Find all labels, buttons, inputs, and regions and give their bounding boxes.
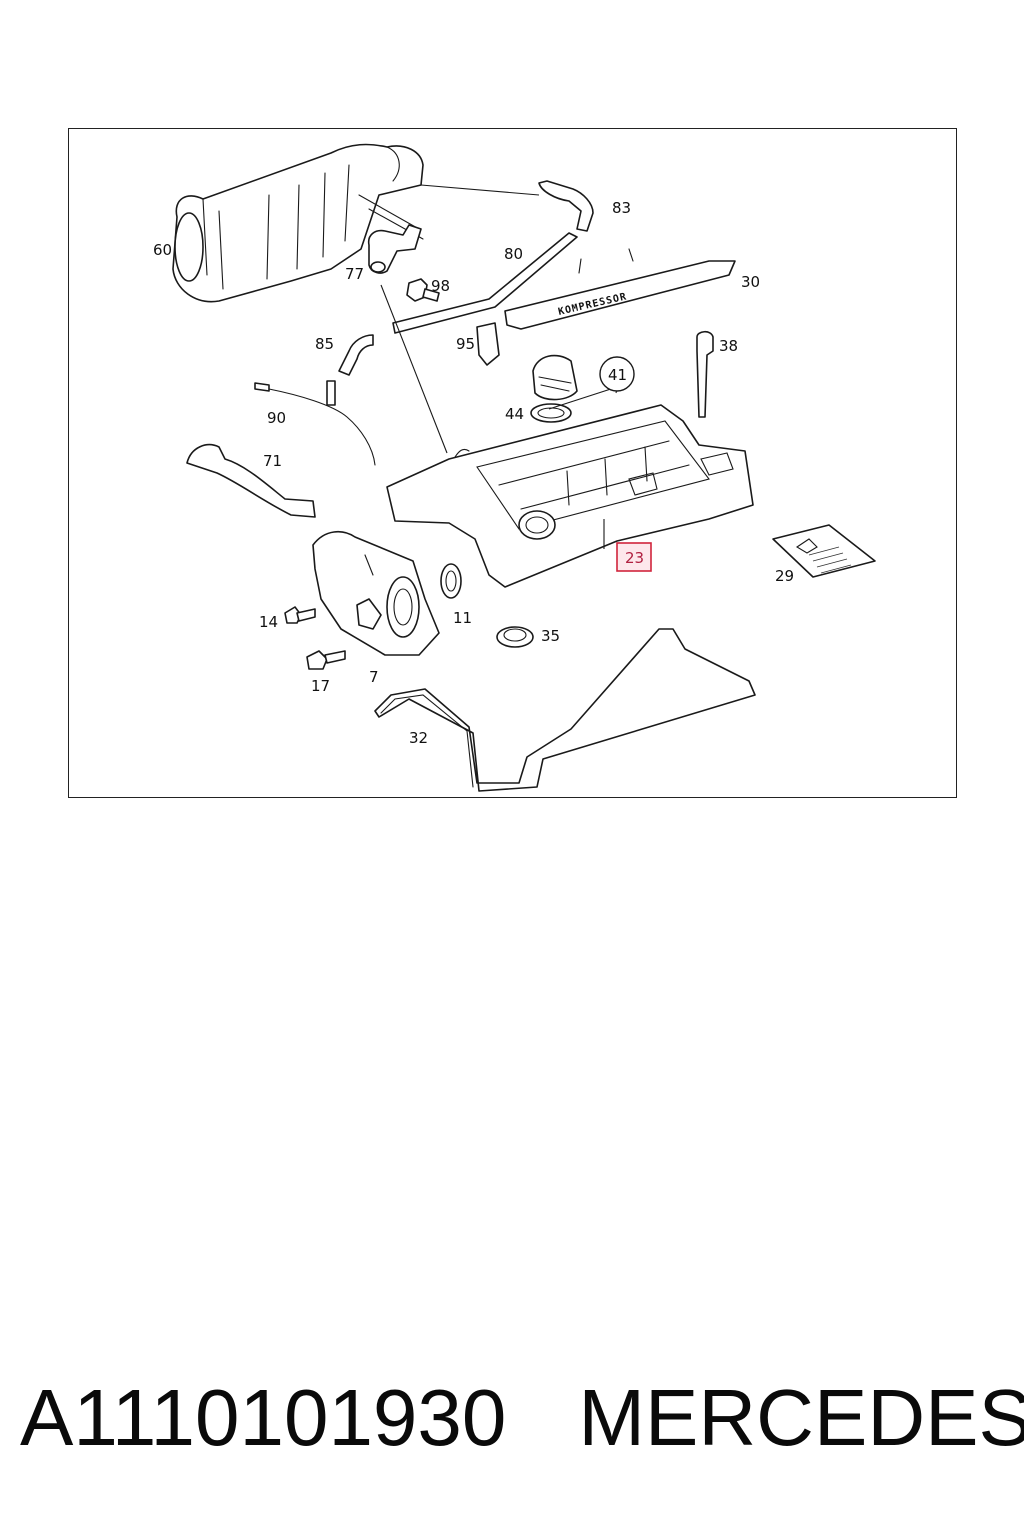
part-71-hose: [186, 443, 316, 518]
callout-60: 60: [153, 241, 172, 259]
callout-23-highlight: 23: [616, 542, 652, 572]
part-90-vent-hose: [254, 380, 376, 466]
part-32-cylinder-head-cover-gasket: [374, 628, 756, 792]
callout-38: 38: [719, 337, 738, 355]
part-29-information-label: [772, 524, 876, 578]
callout-32: 32: [409, 729, 428, 747]
callout-11: 11: [453, 609, 472, 627]
part-80-breather-pipe: [392, 232, 578, 334]
parts-diagram-frame: KOMPRESSOR: [68, 128, 957, 798]
brand-text: MERCEDES: [578, 1373, 1024, 1462]
part-17-bolt: [306, 650, 346, 670]
part-number-text: A1110101930: [20, 1373, 507, 1462]
product-caption: A1110101930 MERCEDES: [20, 1368, 1024, 1468]
part-98-bolt: [406, 278, 440, 302]
callout-83: 83: [612, 199, 631, 217]
callout-71: 71: [263, 452, 282, 470]
part-95-clip: [476, 322, 500, 366]
callout-14: 14: [259, 613, 278, 631]
callout-7: 7: [369, 668, 379, 686]
callout-30: 30: [741, 273, 760, 291]
part-44-seal-ring: [530, 403, 572, 423]
part-11-seal-ring: [440, 563, 462, 599]
part-38-bolt: [696, 330, 714, 418]
part-60-intake-housing: [172, 143, 424, 303]
part-7-timing-case-cover: [312, 530, 440, 656]
callout-90: 90: [267, 409, 286, 427]
exploded-parts-diagram: KOMPRESSOR: [153, 143, 876, 792]
part-23-cylinder-head-cover: [386, 404, 754, 588]
part-41-oil-filler-cap: [532, 354, 578, 401]
callout-44: 44: [505, 405, 524, 423]
part-77-hose-connector: [367, 224, 422, 274]
part-83-hose: [420, 180, 594, 232]
callout-35: 35: [541, 627, 560, 645]
part-35-seal: [496, 626, 534, 648]
callout-98: 98: [431, 277, 450, 295]
callout-95: 95: [456, 335, 475, 353]
callout-23: 23: [625, 549, 644, 567]
callout-17: 17: [311, 677, 330, 695]
callout-77: 77: [345, 265, 364, 283]
callout-41: 41: [608, 366, 627, 384]
part-14-bolt: [284, 606, 316, 624]
part-85-elbow-hose: [338, 334, 374, 376]
callout-80: 80: [504, 245, 523, 263]
callout-29: 29: [775, 567, 794, 585]
callout-41-circle: 41: [599, 356, 635, 392]
callout-85: 85: [315, 335, 334, 353]
